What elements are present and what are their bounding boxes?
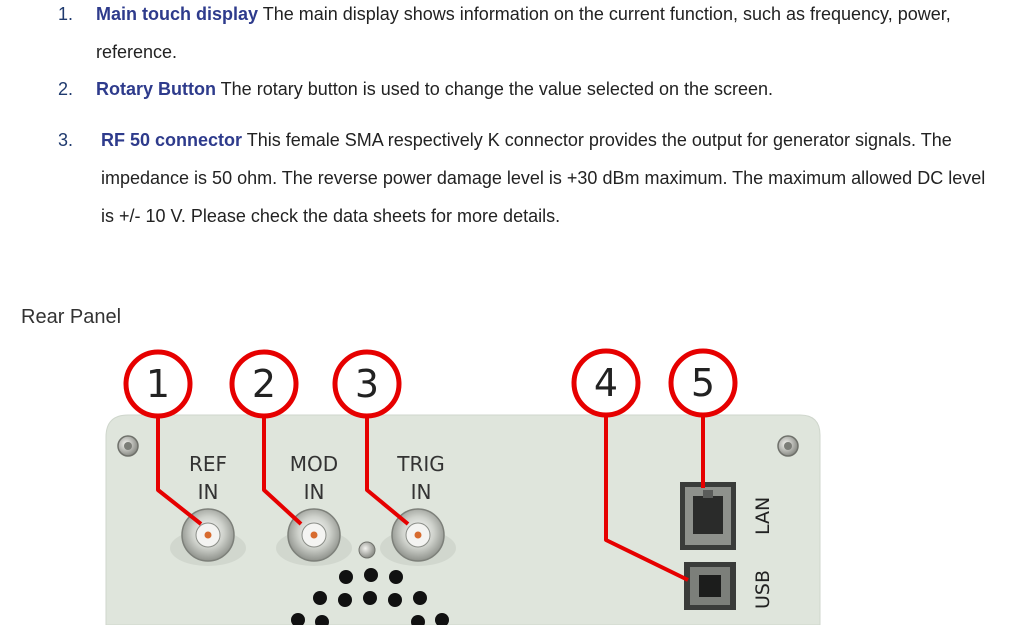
mod-in-label-bottom: IN — [304, 480, 325, 504]
callout-2: 2 — [229, 349, 299, 419]
callout-1: 1 — [123, 349, 193, 419]
mod-in-bnc-connector — [276, 508, 352, 566]
ref-in-label-top: REF — [189, 452, 227, 476]
list-description: The main display shows information on th… — [96, 4, 951, 62]
usb-port — [684, 562, 736, 610]
callout-3: 3 — [332, 349, 402, 419]
lan-port — [680, 482, 736, 550]
list-term: Rotary Button — [96, 79, 216, 99]
list-description: This female SMA respectively K connector… — [101, 130, 986, 226]
list-number: 3. — [58, 130, 74, 150]
list-term: Main touch display — [96, 4, 259, 24]
screw-icon — [777, 435, 799, 457]
trig-in-label-top: TRIG — [396, 452, 445, 476]
rear-panel-plate — [105, 414, 821, 625]
callout-number: 2 — [252, 362, 276, 406]
list-description: The rotary button is used to change the … — [216, 79, 774, 99]
ref-in-label-bottom: IN — [198, 480, 219, 504]
callout-number: 3 — [355, 362, 379, 406]
vent-holes — [291, 568, 449, 625]
list-term: RF 50 connector — [101, 130, 243, 150]
trig-in-label-bottom: IN — [411, 480, 432, 504]
callout-number: 4 — [594, 361, 618, 405]
usb-label: USB — [752, 570, 774, 609]
list-body: Main touch display The main display show… — [96, 0, 996, 71]
callout-4: 4 — [571, 348, 641, 418]
list-number: 1. — [58, 4, 74, 24]
callout-5: 5 — [668, 348, 738, 418]
callout-number: 1 — [146, 362, 170, 406]
list-number: 2. — [58, 79, 74, 99]
screw-icon — [358, 541, 376, 559]
callout-leader-lines — [156, 412, 705, 582]
mod-in-label-top: MOD — [290, 452, 338, 476]
lan-label: LAN — [752, 497, 774, 535]
screw-icon — [117, 435, 139, 457]
section-heading: Rear Panel — [21, 306, 122, 328]
list-body: Rotary Button The rotary button is used … — [96, 70, 996, 108]
callout-number: 5 — [691, 361, 715, 405]
ref-in-bnc-connector — [170, 508, 246, 566]
list-body: RF 50 connector This female SMA respecti… — [96, 121, 1001, 235]
